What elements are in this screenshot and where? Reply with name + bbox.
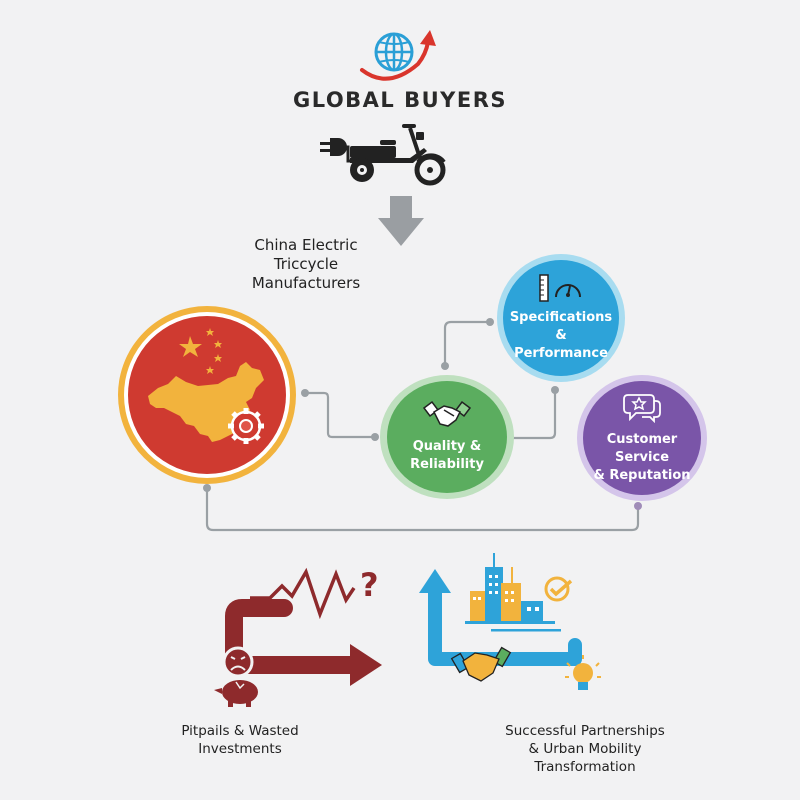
ruler-gauge-icon bbox=[539, 274, 581, 302]
sad-face-icon bbox=[222, 646, 254, 678]
customer-service-label: Customer Service bbox=[606, 432, 678, 465]
positive-outcome-label-line: Successful Partnerships bbox=[505, 723, 665, 739]
manufacturers-label-line: Manufacturers bbox=[251, 274, 361, 292]
lightbulb-icon bbox=[565, 655, 601, 690]
customer-service-circle[interactable]: Customer Service & Reputation bbox=[577, 375, 707, 501]
volatile-line-icon bbox=[250, 567, 356, 620]
negative-outcome-graphic: ? bbox=[214, 566, 382, 707]
customer-service-label: & Reputation bbox=[593, 468, 691, 483]
specifications-label: Specifications & bbox=[509, 310, 613, 343]
quality-label: Reliability bbox=[410, 457, 484, 472]
globe-arrow-icon bbox=[360, 30, 436, 81]
positive-outcome-label-line: Transformation bbox=[534, 759, 636, 775]
checkmark-icon bbox=[544, 576, 573, 602]
specifications-circle[interactable]: Specifications & Performance bbox=[497, 254, 625, 382]
quality-label: Quality & bbox=[412, 439, 482, 454]
manufacturers-label-line: Triccycle bbox=[273, 255, 339, 273]
city-buildings-icon bbox=[465, 553, 561, 632]
manufacturers-circle bbox=[118, 306, 296, 484]
positive-outcome-label: Successful Partnerships & Urban Mobility… bbox=[490, 722, 680, 776]
positive-outcome-graphic bbox=[419, 553, 601, 690]
negative-outcome-label: Pitpails & Wasted Investments bbox=[170, 722, 310, 758]
page-title: GLOBAL BUYERS bbox=[292, 88, 508, 112]
china-map-gear-icon bbox=[148, 328, 264, 444]
down-arrow-icon bbox=[378, 196, 424, 246]
negative-outcome-label-line: Investments bbox=[198, 741, 282, 757]
positive-outcome-label-line: & Urban Mobility bbox=[528, 741, 642, 757]
handshake-icon bbox=[422, 400, 472, 427]
manufacturers-label: China Electric Triccycle Manufacturers bbox=[236, 236, 376, 293]
star-chat-icon bbox=[623, 394, 661, 423]
quality-circle[interactable]: Quality & Reliability bbox=[380, 375, 514, 499]
broken-piggy-bank-icon bbox=[214, 680, 258, 707]
electric-tricycle-icon bbox=[320, 124, 446, 186]
specifications-label: Performance bbox=[514, 346, 608, 361]
negative-outcome-label-line: Pitpails & Wasted bbox=[181, 723, 299, 739]
question-mark-icon: ? bbox=[360, 566, 379, 604]
handshake-icon bbox=[450, 646, 512, 682]
manufacturers-label-line: China Electric bbox=[254, 236, 358, 254]
